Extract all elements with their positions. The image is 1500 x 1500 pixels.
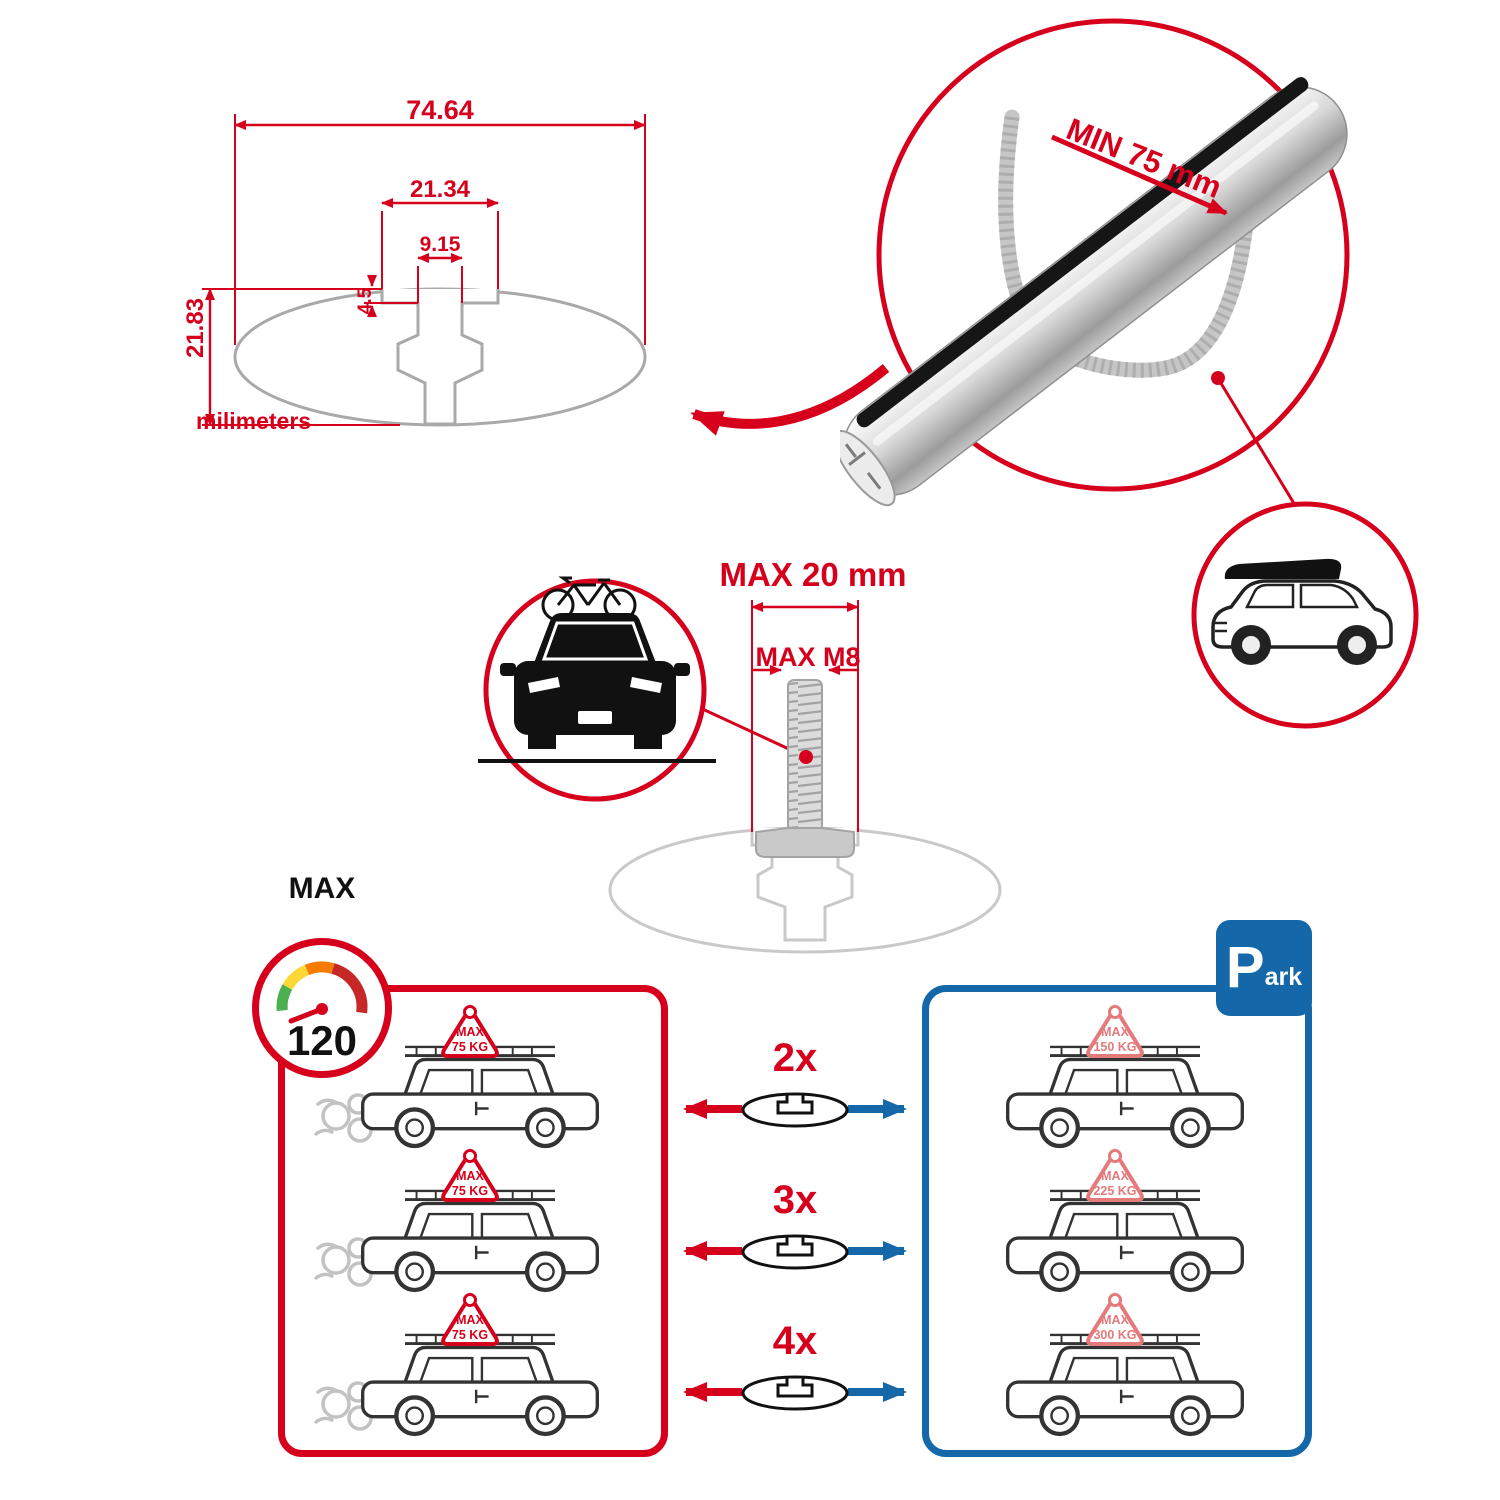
suv-side-icon: [1008, 1047, 1243, 1146]
max-load-badge: MAX 225 KG: [1086, 1148, 1144, 1202]
dim-slot-inner-label: 9.15: [419, 233, 461, 256]
svg-text:MAX: MAX: [456, 1025, 484, 1039]
driving-car-row-3: MAX 75 KG: [314, 1292, 630, 1440]
crossbar-section-icon: [741, 1234, 849, 1270]
svg-text:225 KG: 225 KG: [1093, 1184, 1136, 1198]
svg-text:MAX: MAX: [1101, 1025, 1129, 1039]
bar-count-row-2: 3x: [683, 1178, 907, 1270]
t-slot-channel-outline: [380, 289, 500, 426]
multiplier-label: 2x: [773, 1036, 818, 1080]
parked-car-row-2: MAX 225 KG: [955, 1148, 1275, 1296]
bolt-dimension-lines: [751, 600, 859, 832]
svg-text:MAX: MAX: [456, 1313, 484, 1327]
hook-callout-dot: [1211, 371, 1225, 385]
t-bolt-icon: [755, 679, 855, 858]
bolt-callout-dot: [799, 750, 813, 764]
aluminium-crossbar: [840, 77, 1348, 507]
suv-side-icon: [1008, 1335, 1243, 1434]
suv-side-icon: [363, 1191, 598, 1290]
dim-total-height-label: 21.83: [182, 297, 209, 359]
multiplier-label: 4x: [773, 1319, 818, 1363]
speed-max-label: MAX: [288, 872, 356, 905]
driving-car-row-2: MAX 75 KG: [314, 1148, 630, 1296]
dimension-lines: [202, 114, 646, 426]
svg-text:300 KG: 300 KG: [1093, 1328, 1136, 1342]
suv-side-icon: [1008, 1191, 1243, 1290]
park-letter: P: [1225, 935, 1265, 1000]
crossbar-detail-circle: [840, 18, 1350, 507]
max-bolt-width-label: MAX 20 mm: [719, 556, 907, 593]
parking-sign: P ark: [1216, 920, 1312, 1016]
max-load-badge: MAX 75 KG: [441, 1004, 499, 1058]
min-span-arrow: [1050, 134, 1228, 216]
suv-side-icon: [363, 1335, 598, 1434]
roofbox-car-circle: [1191, 501, 1419, 729]
rubber-strip: [856, 77, 1309, 428]
dim-slot-outer-label: 21.34: [409, 176, 471, 203]
suv-roofbox-icon: [1211, 558, 1393, 665]
svg-text:75 KG: 75 KG: [452, 1184, 488, 1198]
max-load-badge: MAX 75 KG: [441, 1148, 499, 1202]
max-load-badge: MAX 150 KG: [1086, 1004, 1144, 1058]
bar-count-row-3: 4x: [683, 1319, 907, 1411]
multiplier-label: 3x: [773, 1178, 818, 1222]
speedometer-gauge-icon: [276, 961, 368, 1024]
speed-value: 120: [286, 1017, 358, 1064]
crossbar-section-icon: [741, 1092, 849, 1128]
driving-car-row-1: MAX 75 KG: [314, 1004, 630, 1152]
svg-text:MAX: MAX: [1101, 1313, 1129, 1327]
max-thread-label: MAX M8: [755, 642, 861, 672]
cross-section-diagram: [202, 114, 647, 427]
u-bolt-hook: [998, 109, 1254, 378]
park-rest: ark: [1264, 962, 1303, 991]
dim-total-width-label: 74.64: [406, 95, 474, 125]
car-front-circle: [478, 576, 716, 802]
dim-units-label: milimeters: [196, 408, 312, 434]
bar-count-row-1: 2x: [683, 1036, 907, 1128]
t-bolt-diagram: [608, 600, 1002, 954]
svg-text:MAX: MAX: [456, 1169, 484, 1183]
speed-limit-badge: 120: [252, 938, 392, 1078]
car-front-icon: [500, 613, 690, 749]
crossbar-section-icon: [741, 1375, 849, 1411]
svg-text:75 KG: 75 KG: [452, 1040, 488, 1054]
parked-car-row-3: MAX 300 KG: [955, 1292, 1275, 1440]
svg-text:150 KG: 150 KG: [1093, 1040, 1136, 1054]
parked-car-row-1: MAX 150 KG: [955, 1004, 1275, 1152]
max-load-badge: MAX 75 KG: [441, 1292, 499, 1346]
svg-text:MAX: MAX: [1101, 1169, 1129, 1183]
dim-lip-depth-label: 4.5: [355, 287, 376, 315]
max-load-badge: MAX 300 KG: [1086, 1292, 1144, 1346]
suv-side-icon: [363, 1047, 598, 1146]
svg-text:75 KG: 75 KG: [452, 1328, 488, 1342]
